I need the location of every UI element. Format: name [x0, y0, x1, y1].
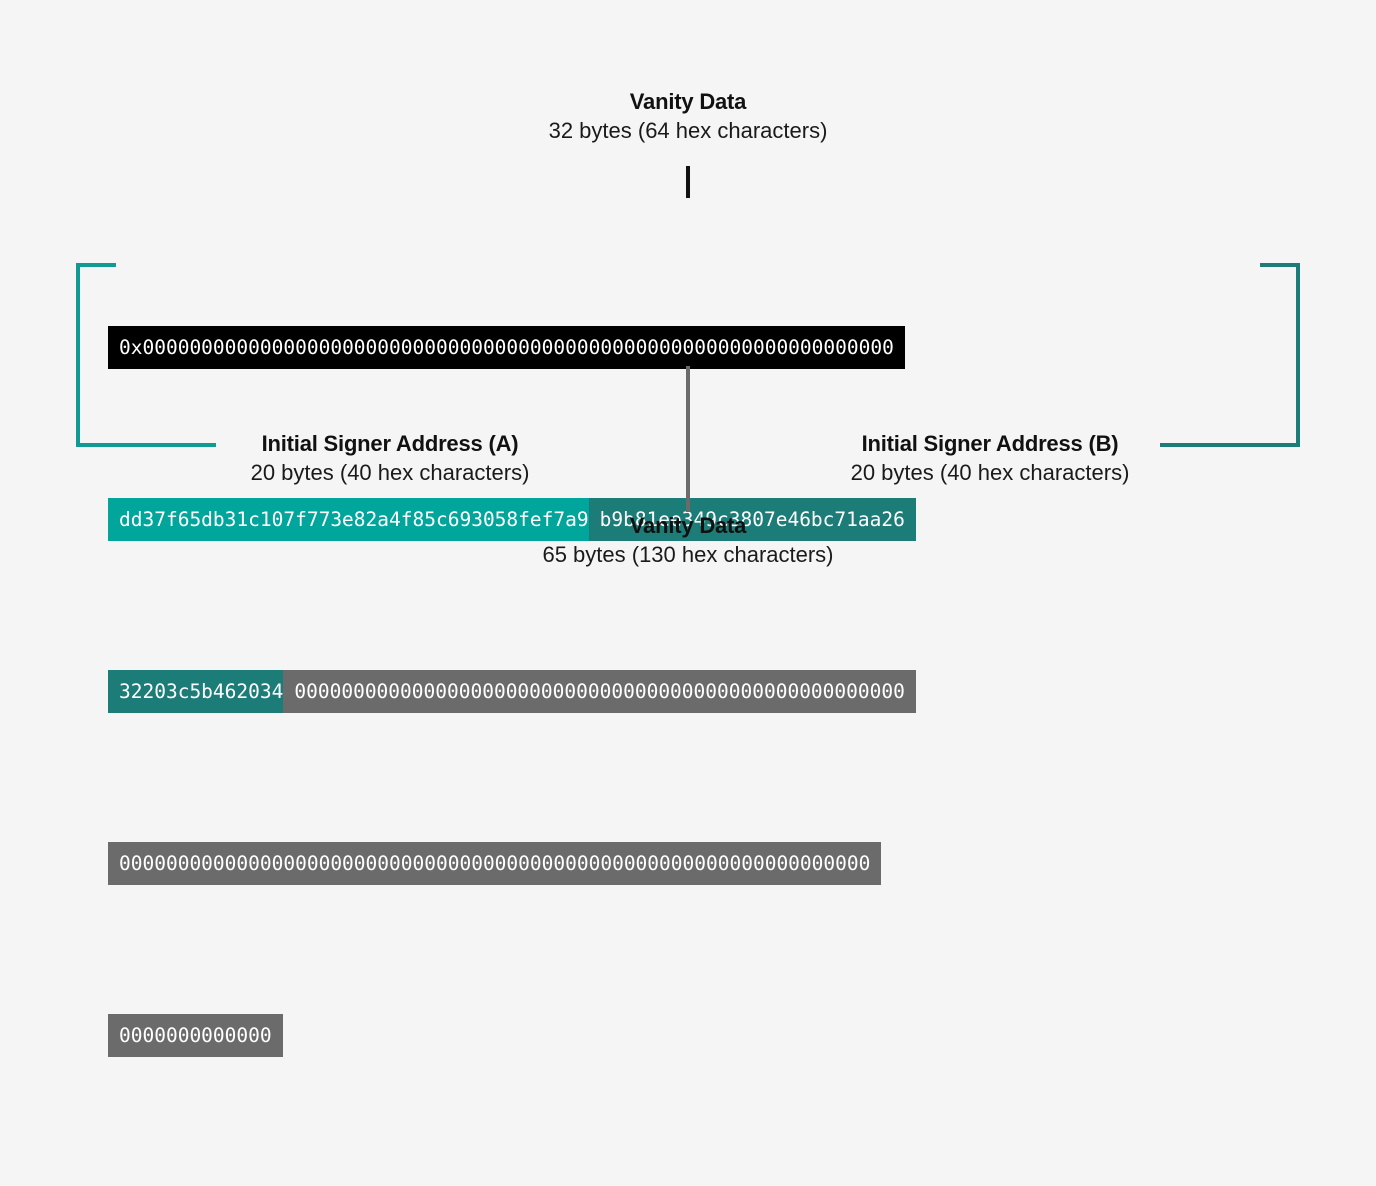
vanity-data-top-title: Vanity Data: [629, 89, 747, 114]
vanity-data-top-label: Vanity Data 32 bytes (64 hex characters): [388, 88, 988, 146]
hex-row-4: 0000000000000000000000000000000000000000…: [108, 842, 1268, 885]
vanity-data-bottom-connector-line: [686, 366, 690, 512]
diagram-canvas: Vanity Data 32 bytes (64 hex characters)…: [76, 88, 1300, 1057]
signer-a-title: Initial Signer Address (A): [261, 431, 519, 456]
signer-b-bracket-bottom-arm: [1160, 443, 1300, 447]
hex-row-2: dd37f65db31c107f773e82a4f85c693058fef7a9…: [108, 498, 1268, 541]
hex-vanity-top-zeros: 0000000000000000000000000000000000000000…: [142, 326, 905, 369]
hex-vanity-bottom-part2: 0000000000000000000000000000000000000000…: [108, 842, 882, 885]
signer-a-bracket-top-arm: [76, 263, 116, 267]
vanity-data-bottom-title: Vanity Data: [629, 513, 747, 538]
hex-signer-b-part2: 32203c5b462034: [108, 670, 284, 713]
hex-signer-a: dd37f65db31c107f773e82a4f85c693058fef7a9: [108, 498, 589, 541]
vanity-data-bottom-label: Vanity Data 65 bytes (130 hex characters…: [388, 512, 988, 570]
signer-b-bracket-vertical: [1296, 263, 1300, 447]
signer-b-bracket: [1160, 263, 1300, 447]
signer-a-bracket-bottom-arm: [76, 443, 216, 447]
hex-row-5: 0000000000000: [108, 1014, 1268, 1057]
vanity-data-top-subtitle: 32 bytes (64 hex characters): [548, 118, 828, 143]
vanity-data-bottom-subtitle: 65 bytes (130 hex characters): [542, 542, 834, 567]
signer-a-label: Initial Signer Address (A) 20 bytes (40 …: [100, 430, 680, 488]
signer-a-bracket: [76, 263, 216, 447]
signer-b-title: Initial Signer Address (B): [861, 431, 1119, 456]
hex-vanity-bottom-part1: 0000000000000000000000000000000000000000…: [283, 670, 916, 713]
signer-b-bracket-top-arm: [1260, 263, 1300, 267]
vanity-data-top-connector-line: [686, 166, 690, 198]
signer-b-subtitle: 20 bytes (40 hex characters): [850, 460, 1130, 485]
hex-signer-b-part1: b9b81ee349c3807e46bc71aa26: [588, 498, 916, 541]
hex-prefix: 0x: [108, 326, 143, 369]
signer-b-label: Initial Signer Address (B) 20 bytes (40 …: [700, 430, 1280, 488]
signer-a-bracket-vertical: [76, 263, 80, 447]
hex-vanity-bottom-part3: 0000000000000: [108, 1014, 283, 1057]
signer-a-subtitle: 20 bytes (40 hex characters): [250, 460, 530, 485]
